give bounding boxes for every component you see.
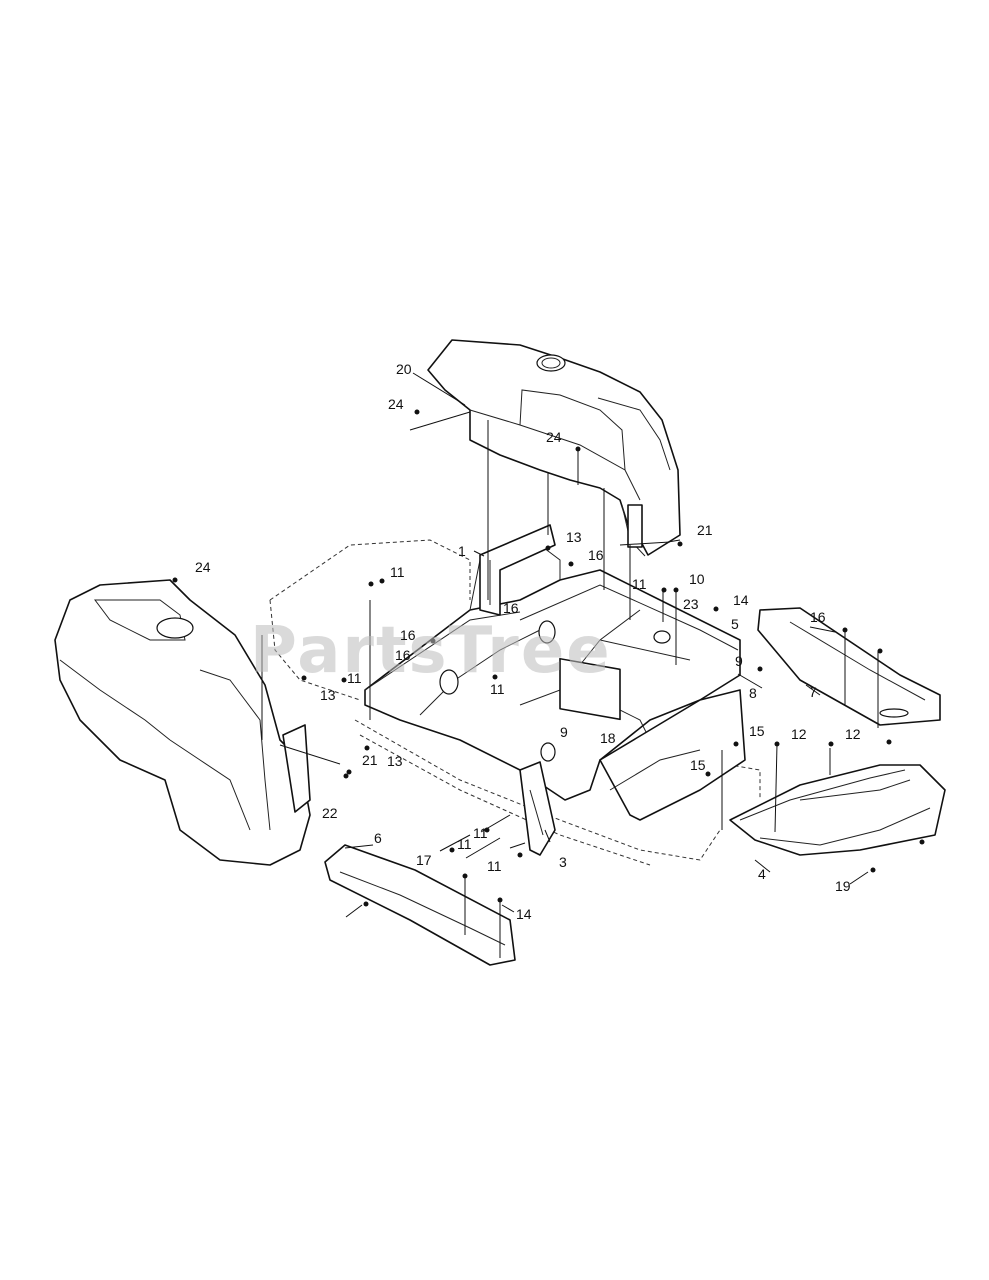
callout-12: 12: [791, 726, 807, 742]
callout-11: 11: [632, 576, 647, 592]
callout-16: 16: [503, 600, 519, 616]
callout-14: 15: [749, 723, 765, 739]
callout-14: 14: [733, 592, 749, 608]
callout-11: 11: [490, 681, 505, 697]
callout-18: 18: [600, 730, 616, 746]
callout-16: 16: [395, 647, 411, 663]
callout-12: 12: [845, 726, 861, 742]
callout-23: 23: [683, 596, 699, 612]
callout-15: 14: [516, 906, 532, 922]
watermark-text: PartsTree: [250, 614, 612, 688]
callout-20: 20: [396, 361, 412, 377]
callout-14: 15: [690, 757, 706, 773]
right-step-plate-part: [757, 607, 941, 726]
callout-16: 17: [416, 852, 432, 868]
rear-bracket-part: [479, 524, 556, 616]
leader-lines: [261, 372, 879, 958]
callout-21: 21: [362, 752, 378, 768]
callout-16: 16: [400, 627, 416, 643]
callout-24: 24: [195, 559, 211, 575]
callout-10: 10: [689, 571, 705, 587]
callout-6: 6: [374, 830, 382, 846]
callout-11: 11: [473, 825, 488, 841]
callout-9: 9: [560, 724, 568, 740]
callout-13: 13: [566, 529, 582, 545]
frame-outline: [269, 539, 761, 866]
left-step-plate-part: [324, 844, 516, 966]
main-frame-part: [364, 544, 741, 801]
callout-24: 24: [388, 396, 404, 412]
callout-11: 11: [347, 670, 362, 686]
callout-15: 16: [810, 609, 826, 625]
callout-9: 9: [735, 653, 743, 669]
callout-7: 7: [809, 684, 817, 700]
front-console-part: [54, 579, 311, 866]
floor-pan-part: [729, 764, 946, 856]
callout-17: 19: [835, 878, 851, 894]
callout-11: 11: [487, 858, 502, 874]
callout-13: 13: [320, 687, 336, 703]
callout-3: 3: [559, 854, 567, 870]
callout-11: 11: [457, 836, 472, 852]
callout-19: 22: [322, 805, 338, 821]
callout-4: 4: [758, 866, 766, 882]
callout-13: 13: [387, 753, 403, 769]
callout-11: 11: [390, 564, 405, 580]
callout-21: 21: [697, 522, 713, 538]
callout-labels: 20 24 24 24 21 21 1 13 13 13 16 16 16 16…: [195, 361, 861, 922]
callout-5: 5: [731, 616, 739, 632]
rear-fender-part: [427, 339, 681, 557]
callout-8: 8: [749, 685, 757, 701]
fasteners: [172, 409, 925, 907]
callout-1: 1: [458, 543, 466, 559]
callout-16: 16: [588, 547, 604, 563]
callout-24: 24: [546, 429, 562, 445]
